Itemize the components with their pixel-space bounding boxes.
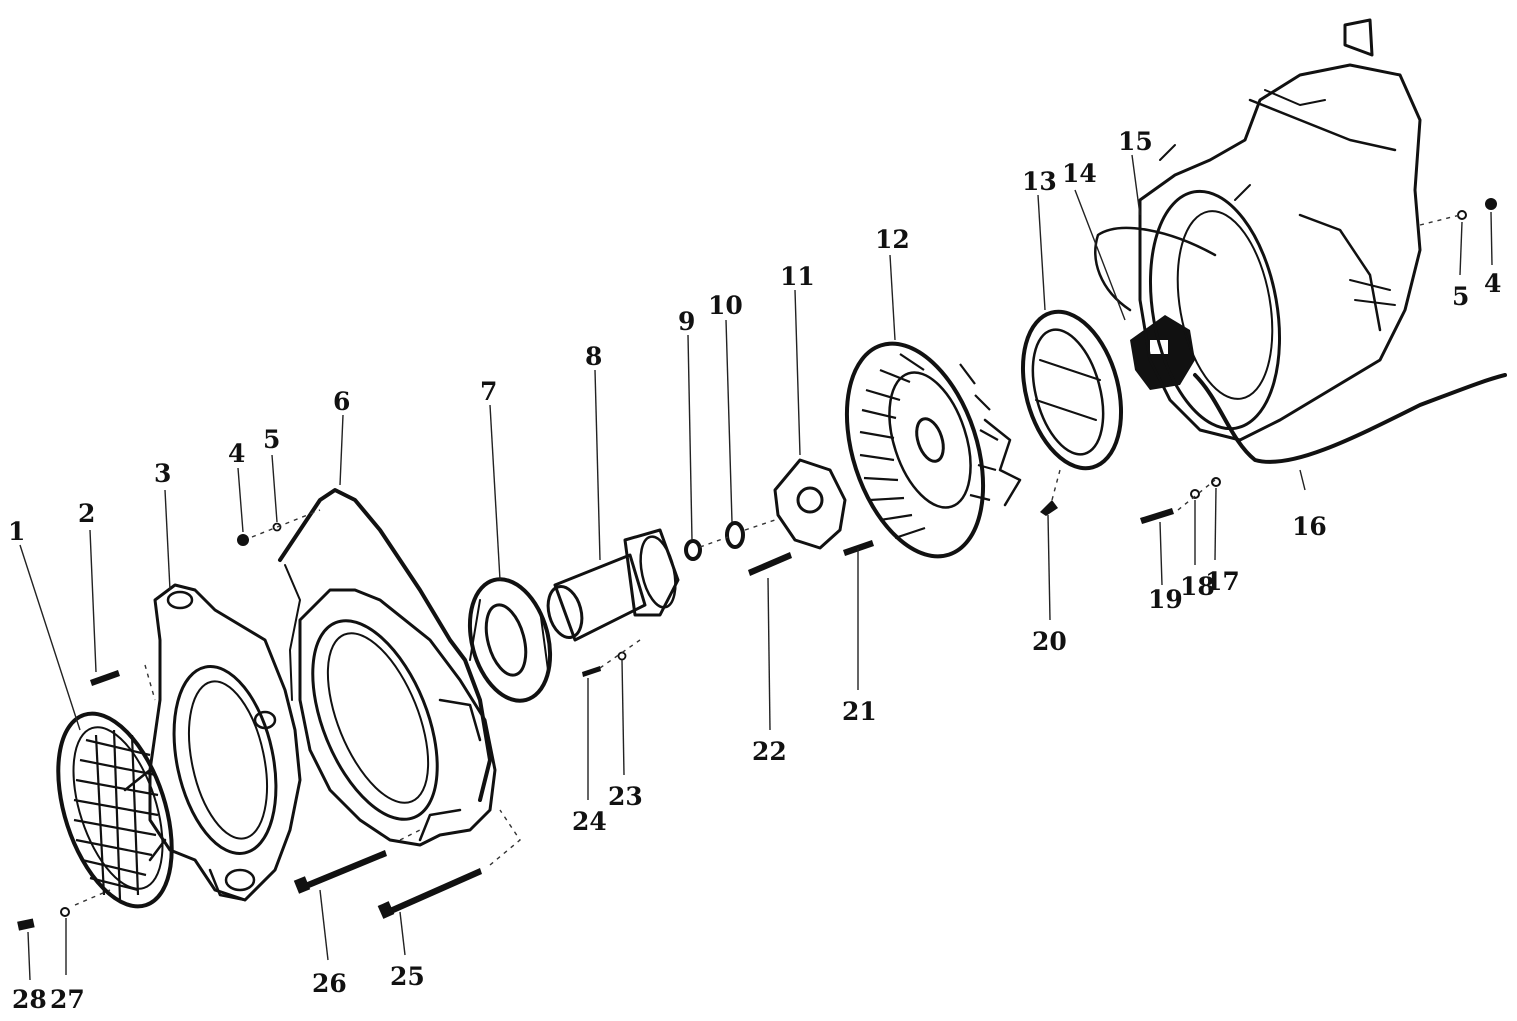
callout-25: 25 [390,962,425,991]
callout-9: 9 [678,307,695,336]
callout-16: 16 [1292,512,1327,541]
callout-14: 14 [1062,159,1097,188]
callout-15: 15 [1118,127,1153,156]
part-8-hub-sleeve [546,528,680,642]
part-7-bearing-ring [467,577,553,703]
callout-8: 8 [585,342,602,371]
callout-labels: 1 2 3 4 5 6 7 8 9 10 11 12 13 14 15 16 1… [8,127,1501,1014]
part-1-fan-grille [56,711,174,909]
callout-13: 13 [1022,167,1057,196]
part-10-seal [725,521,745,549]
callout-1: 1 [8,517,25,546]
callout-24: 24 [572,807,607,836]
callout-4-right: 4 [1484,269,1501,298]
callout-21: 21 [842,697,877,726]
callout-4: 4 [228,439,245,468]
part-rear-cover [298,588,497,847]
callout-23: 23 [608,782,643,811]
callout-26: 26 [312,969,347,998]
callout-5-right: 5 [1452,282,1469,311]
assembly-axis-lines [74,214,1461,906]
part-11-rotor-hub [773,458,847,550]
callout-6: 6 [333,387,350,416]
callout-17: 17 [1205,567,1240,596]
callout-10: 10 [708,291,743,320]
callout-28: 28 [12,985,47,1014]
callout-27: 27 [50,985,85,1014]
leader-lines [19,154,1493,981]
callout-19: 19 [1148,585,1183,614]
hardware-items [17,198,1497,931]
part-15-generator-housing [1138,18,1422,442]
part-3-bearing-housing [123,583,302,902]
callout-11: 11 [780,262,815,291]
part-13-stator-ring [1020,309,1124,471]
part-9-washer [684,539,702,561]
callout-3: 3 [154,459,171,488]
part-16-cable [1094,226,1507,464]
callout-22: 22 [752,737,787,766]
callout-20: 20 [1032,627,1067,656]
callout-18: 18 [1180,572,1215,601]
callout-12: 12 [875,225,910,254]
callout-5: 5 [263,425,280,454]
part-12-rotor-fan [844,341,1022,559]
callout-7: 7 [480,377,497,406]
callout-2: 2 [78,499,95,528]
